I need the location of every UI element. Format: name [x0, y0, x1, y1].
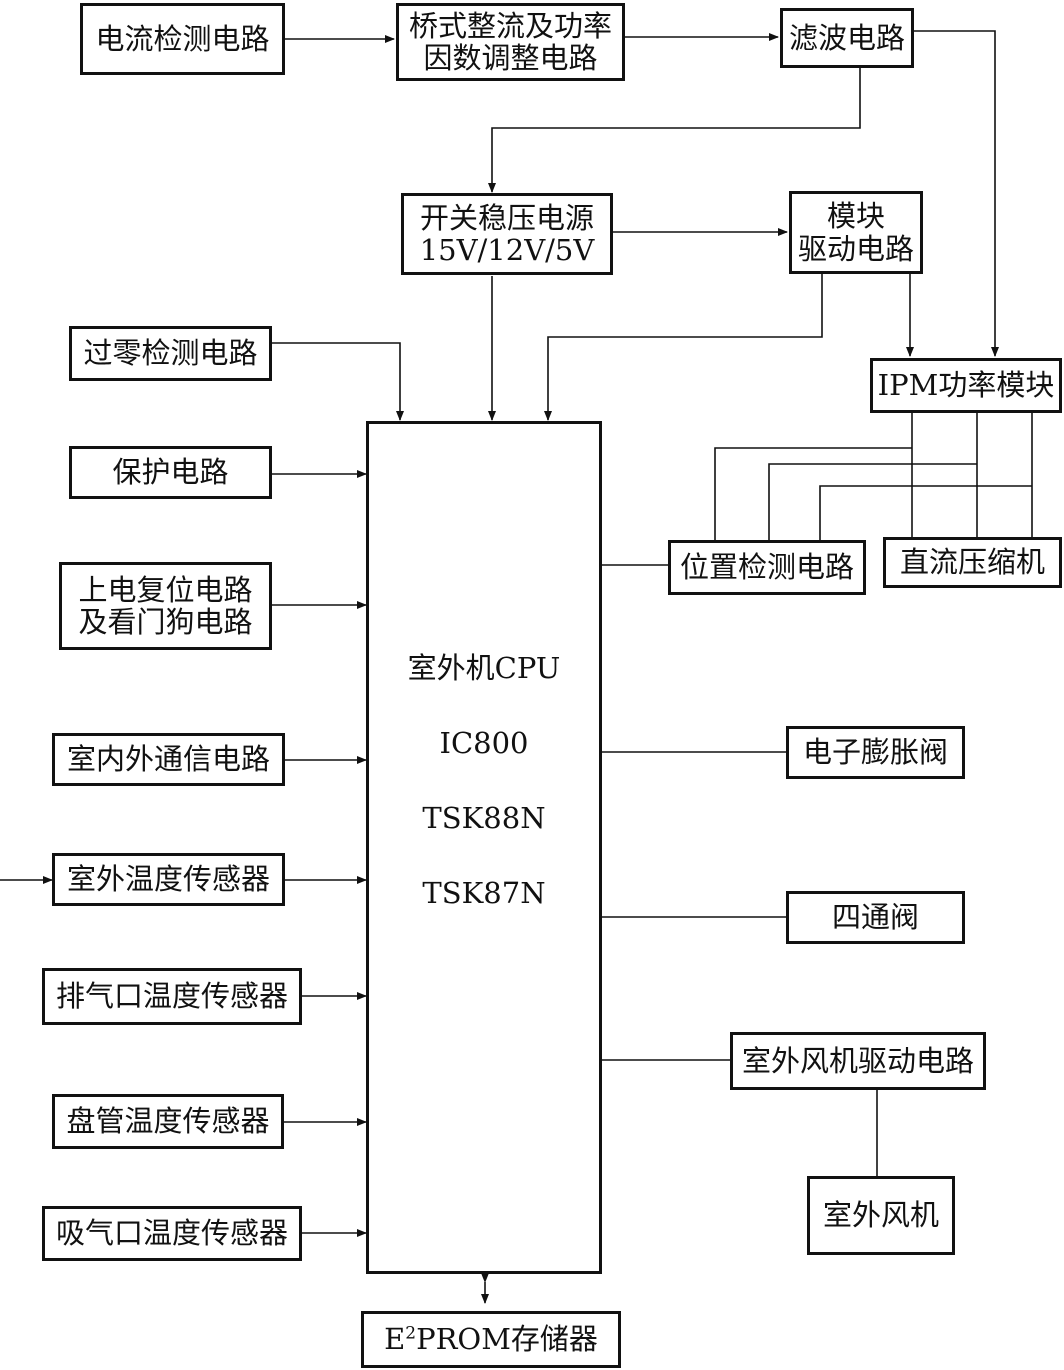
- outdoor-temp-label: 室外温度传感器: [66, 862, 270, 897]
- eeprom-label: E2PROM存储器: [384, 1323, 598, 1355]
- smps-label-line2: 15V/12V/5V: [419, 233, 595, 267]
- four-way-valve-label: 四通阀: [831, 900, 919, 935]
- protection-block: 保护电路: [69, 446, 272, 499]
- eeprom-label-superscript: 2: [405, 1323, 417, 1344]
- suction-temp-block: 吸气口温度传感器: [42, 1206, 302, 1261]
- arrow-filter-to-ipm: [913, 30, 999, 357]
- zero-cross-label: 过零检测电路: [83, 336, 258, 371]
- dc-compressor-label: 直流压缩机: [899, 545, 1045, 580]
- exhaust-temp-label: 排气口温度传感器: [55, 979, 288, 1014]
- current-detect-block: 电流检测电路: [80, 3, 285, 75]
- arrow-module-to-cpu: [544, 273, 823, 421]
- ipm-label: IPM功率模块: [877, 368, 1055, 403]
- module-drive-block: 模块 驱动电路: [789, 191, 923, 274]
- coil-temp-label: 盘管温度传感器: [66, 1104, 270, 1139]
- cpu-block: 室外机CPU IC800 TSK88N TSK87N: [366, 421, 602, 1274]
- suction-temp-label: 吸气口温度传感器: [55, 1216, 288, 1251]
- eeprom-block: E2PROM存储器: [361, 1311, 621, 1368]
- cpu-label-line3: TSK88N: [422, 801, 546, 835]
- position-detect-label: 位置检测电路: [679, 550, 854, 585]
- outdoor-temp-block: 室外温度传感器: [52, 853, 285, 906]
- reset-label-line1: 上电复位电路: [78, 572, 253, 607]
- position-detect-block: 位置检测电路: [668, 540, 866, 595]
- module-drive-label-line1: 模块: [826, 199, 885, 234]
- bridge-pfc-label-line1: 桥式整流及功率: [408, 8, 612, 43]
- current-detect-label: 电流检测电路: [95, 21, 270, 56]
- bridge-pfc-label-line2: 因数调整电路: [423, 41, 598, 75]
- dc-compressor-block: 直流压缩机: [883, 537, 1062, 588]
- zero-cross-block: 过零检测电路: [69, 326, 272, 381]
- protection-label: 保护电路: [112, 455, 229, 490]
- eev-block: 电子膨胀阀: [786, 726, 965, 779]
- bridge-pfc-block: 桥式整流及功率 因数调整电路: [396, 3, 625, 81]
- eeprom-label-suffix: PROM存储器: [416, 1322, 598, 1357]
- reset-label-line2: 及看门狗电路: [78, 605, 253, 639]
- eev-label: 电子膨胀阀: [802, 735, 948, 770]
- exhaust-temp-block: 排气口温度传感器: [42, 968, 302, 1025]
- wire-sense-a: [714, 447, 912, 540]
- fan-drive-block: 室外风机驱动电路: [730, 1032, 986, 1090]
- comm-block: 室内外通信电路: [52, 733, 285, 786]
- smps-label-line1: 开关稳压电源: [419, 200, 594, 235]
- smps-block: 开关稳压电源 15V/12V/5V: [401, 193, 613, 275]
- four-way-valve-block: 四通阀: [786, 891, 965, 944]
- reset-watchdog-block: 上电复位电路 及看门狗电路: [59, 562, 272, 650]
- filter-label: 滤波电路: [788, 20, 905, 55]
- wire-sense-c: [819, 485, 1032, 540]
- outdoor-fan-block: 室外风机: [807, 1176, 955, 1255]
- wire-sense-b: [768, 463, 977, 540]
- arrow-filter-to-smps: [488, 67, 861, 193]
- coil-temp-block: 盘管温度传感器: [52, 1094, 284, 1149]
- cpu-label-line2: IC800: [439, 726, 529, 760]
- cpu-label-line1: 室外机CPU: [407, 651, 561, 685]
- arrow-zerocross-to-cpu: [270, 342, 404, 421]
- outdoor-fan-label: 室外风机: [822, 1198, 939, 1233]
- cpu-label-line4: TSK87N: [422, 876, 546, 910]
- filter-block: 滤波电路: [780, 8, 914, 68]
- module-drive-label-line2: 驱动电路: [797, 231, 914, 266]
- comm-label: 室内外通信电路: [66, 742, 270, 777]
- fan-drive-label: 室外风机驱动电路: [741, 1043, 974, 1078]
- ipm-block: IPM功率模块: [870, 358, 1062, 413]
- eeprom-label-prefix: E: [384, 1322, 406, 1357]
